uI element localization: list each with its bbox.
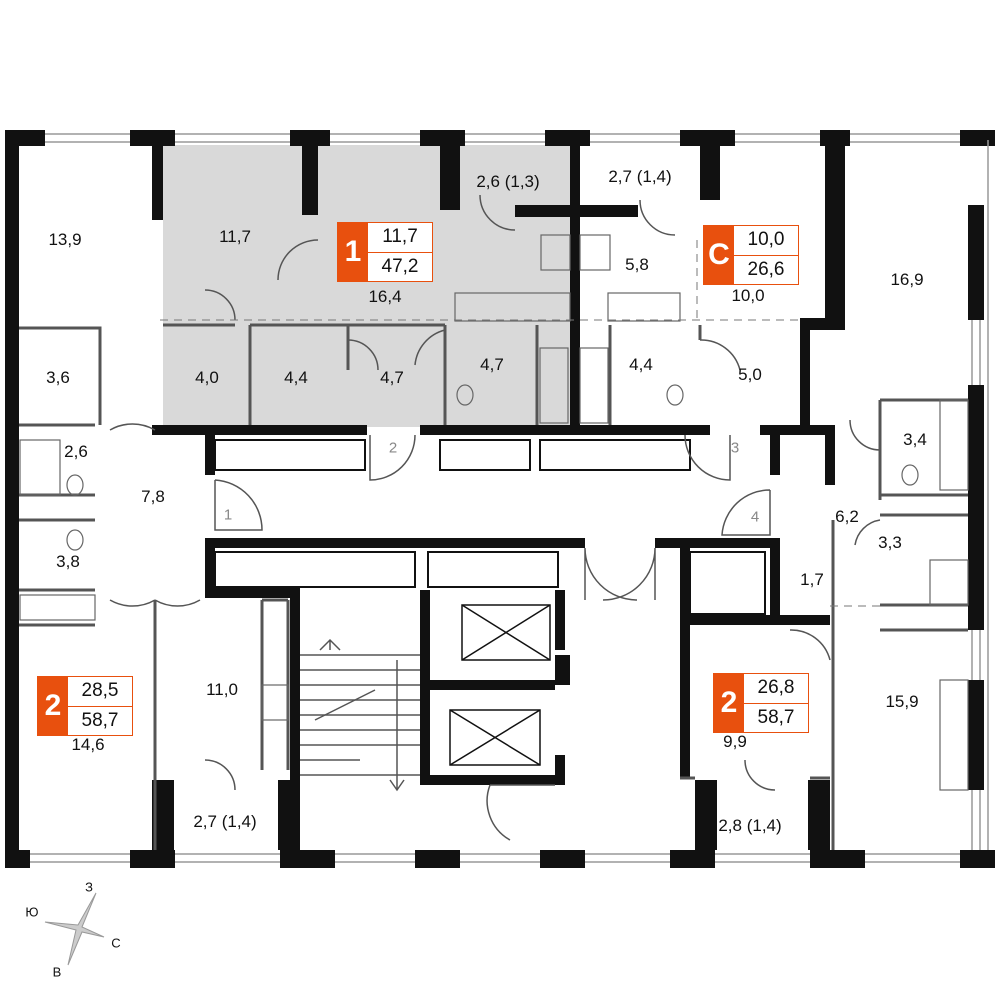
room-area: 5,0 bbox=[738, 365, 762, 384]
room-area: 3,4 bbox=[903, 430, 927, 449]
stairs bbox=[300, 638, 420, 792]
room-area: 4,4 bbox=[629, 355, 653, 374]
room-area: 6,2 bbox=[835, 507, 859, 526]
room-area: 3,6 bbox=[46, 368, 70, 387]
room-area: 4,4 bbox=[284, 368, 308, 387]
living-area: 11,7 bbox=[368, 223, 432, 253]
room-area: 2,7 (1,4) bbox=[608, 167, 672, 186]
room-area: 13,9 bbox=[48, 230, 82, 249]
room-area: 16,4 bbox=[368, 287, 402, 306]
room-area: 2,8 (1,4) bbox=[718, 816, 782, 835]
room-area: 3,8 bbox=[56, 552, 80, 571]
apartment-1-area bbox=[163, 145, 573, 427]
interior-walls bbox=[152, 130, 845, 858]
room-area: 16,9 bbox=[890, 270, 924, 289]
door-number: 3 bbox=[730, 439, 740, 457]
room-area: 2,6 bbox=[64, 442, 88, 461]
fixtures bbox=[19, 234, 969, 791]
room-area: 14,6 bbox=[71, 735, 105, 754]
room-area: 4,0 bbox=[195, 368, 219, 387]
room-area: 2,7 (1,4) bbox=[193, 812, 257, 831]
living-area: 26,8 bbox=[744, 674, 808, 704]
door-number: 4 bbox=[750, 508, 760, 526]
room-area: 11,7 bbox=[219, 227, 251, 246]
room-area: 10,0 bbox=[731, 286, 765, 305]
living-area: 28,5 bbox=[68, 677, 132, 707]
total-area: 47,2 bbox=[381, 255, 419, 277]
elevators bbox=[449, 604, 551, 766]
compass-north: З bbox=[85, 879, 93, 895]
room-area: 4,7 bbox=[480, 355, 504, 374]
room-area: 15,9 bbox=[885, 692, 919, 711]
room-area: 7,8 bbox=[141, 487, 165, 506]
windows bbox=[30, 133, 989, 863]
living-area: 10,0 bbox=[734, 226, 798, 256]
doors bbox=[109, 194, 881, 841]
door-number: 2 bbox=[388, 439, 398, 457]
room-area: 9,9 bbox=[723, 732, 747, 751]
total-area: 26,6 bbox=[747, 258, 785, 280]
room-area: 4,7 bbox=[380, 368, 404, 387]
total-area: 58,7 bbox=[81, 709, 119, 731]
compass-south: В bbox=[52, 964, 62, 980]
room-area: 3,3 bbox=[878, 533, 902, 552]
room-area: 2,6 (1,3) bbox=[476, 172, 540, 191]
total-area: 58,7 bbox=[757, 706, 795, 728]
room-area: 11,0 bbox=[206, 680, 238, 699]
compass-east: С bbox=[111, 935, 121, 951]
compass-rose bbox=[44, 892, 105, 966]
compass-west: Ю bbox=[25, 904, 39, 920]
room-area: 1,7 bbox=[800, 570, 824, 589]
room-area: 5,8 bbox=[625, 255, 649, 274]
door-number: 1 bbox=[223, 506, 233, 524]
